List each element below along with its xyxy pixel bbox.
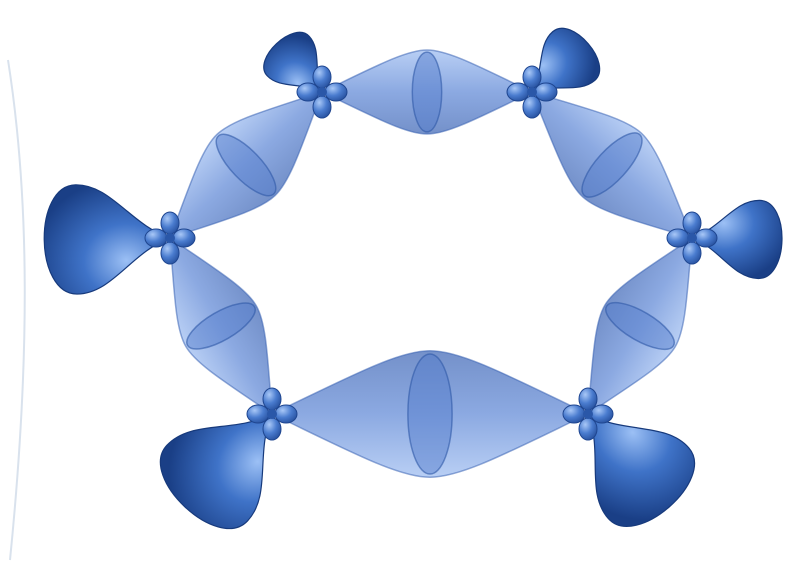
bond-node-ring	[412, 52, 441, 132]
teardrop-lobe	[145, 376, 313, 544]
hydrogen-lobe	[145, 376, 313, 544]
p-node-lobe	[535, 83, 557, 101]
carbon-nucleus	[583, 409, 593, 419]
p-node-lobe	[683, 212, 701, 234]
edge-decoration	[8, 60, 25, 560]
carbon-nucleus	[687, 233, 697, 243]
p-node-lobe	[313, 96, 331, 118]
p-node-lobe	[263, 418, 281, 440]
sigma-bond	[135, 218, 307, 435]
sigma-bond	[322, 50, 532, 134]
p-node-lobe	[161, 212, 179, 234]
p-node-lobe	[145, 229, 167, 247]
p-node-lobe	[247, 405, 269, 423]
p-node-lobe	[325, 83, 347, 101]
p-node-lobe	[523, 96, 541, 118]
carbon-nucleus	[165, 233, 175, 243]
p-node-lobe	[579, 418, 597, 440]
p-node-lobe	[591, 405, 613, 423]
teardrop-lobe	[548, 379, 710, 542]
hydrogen-lobe	[548, 379, 710, 542]
carbon-nucleus	[527, 87, 537, 97]
p-node-lobe	[507, 83, 529, 101]
carbon-nucleus	[317, 87, 327, 97]
p-node-lobe	[579, 388, 597, 410]
p-node-lobe	[173, 229, 195, 247]
sigma-bond	[272, 351, 588, 477]
carbon-nucleus	[267, 409, 277, 419]
p-node-lobe	[667, 229, 689, 247]
p-node-lobe	[263, 388, 281, 410]
p-node-lobe	[313, 66, 331, 88]
bond-node-ring	[408, 354, 452, 474]
p-node-lobe	[695, 229, 717, 247]
sigma-bond-group	[135, 50, 727, 477]
p-node-lobe	[563, 405, 585, 423]
p-node-lobe	[275, 405, 297, 423]
p-node-lobe	[161, 242, 179, 264]
p-node-lobe	[523, 66, 541, 88]
p-node-lobe	[297, 83, 319, 101]
p-node-lobe	[683, 242, 701, 264]
